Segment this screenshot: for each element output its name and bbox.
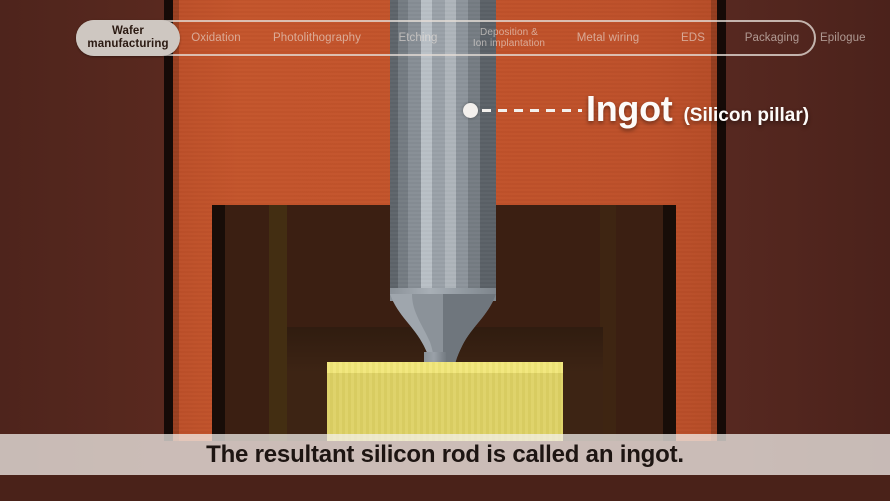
nav-item-label-line2: manufacturing: [87, 38, 169, 50]
subtitle-band: The resultant silicon rod is called an i…: [0, 434, 890, 475]
nav-item-wafer-manufacturing[interactable]: Wafer manufacturing: [76, 20, 180, 56]
ingot-surface-texture: [390, 0, 496, 290]
silicon-ingot-pillar: [390, 0, 496, 290]
nav-item-photolithography[interactable]: Photolithography: [273, 31, 361, 44]
nav-item-label-line2: Ion implantation: [472, 38, 546, 49]
process-step-navbar[interactable]: Wafer manufacturing Oxidation Photolitho…: [76, 20, 865, 56]
nav-item-label-line1: Wafer: [111, 25, 145, 38]
callout-dot-icon: [463, 103, 478, 118]
nav-item-label-line1: Deposition &: [480, 26, 538, 38]
callout-label: Ingot (Silicon pillar): [586, 88, 809, 130]
molten-silicon: [327, 362, 563, 441]
callout-title: Ingot: [586, 88, 673, 129]
nav-item-metal-wiring[interactable]: Metal wiring: [576, 31, 640, 44]
callout-leader-line: [482, 109, 582, 112]
crucible-wall-right: [663, 205, 676, 441]
molten-silicon-surface: [327, 362, 563, 373]
crucible-heater-left: [269, 205, 287, 441]
nav-item-oxidation[interactable]: Oxidation: [191, 31, 241, 44]
molten-silicon-texture: [327, 362, 563, 441]
chamber-edge-left: [173, 0, 179, 441]
nav-item-epilogue[interactable]: Epilogue: [820, 31, 866, 44]
nav-item-packaging[interactable]: Packaging: [744, 31, 800, 44]
ingot-cone-taper: [390, 294, 496, 376]
chamber-divider-left: [164, 0, 173, 441]
crucible-heater-right: [600, 205, 616, 441]
crucible-wall-left: [212, 205, 225, 441]
chamber-divider-right: [717, 0, 726, 441]
subtitle-text: The resultant silicon rod is called an i…: [206, 440, 684, 468]
nav-item-etching[interactable]: Etching: [398, 31, 438, 44]
frame-bottom-fill: [0, 475, 890, 501]
nav-item-deposition-ion-implantation[interactable]: Deposition & Ion implantation: [460, 27, 558, 49]
chamber-edge-right: [711, 0, 717, 441]
callout-subtitle: (Silicon pillar): [683, 105, 810, 126]
nav-item-eds[interactable]: EDS: [681, 31, 705, 44]
